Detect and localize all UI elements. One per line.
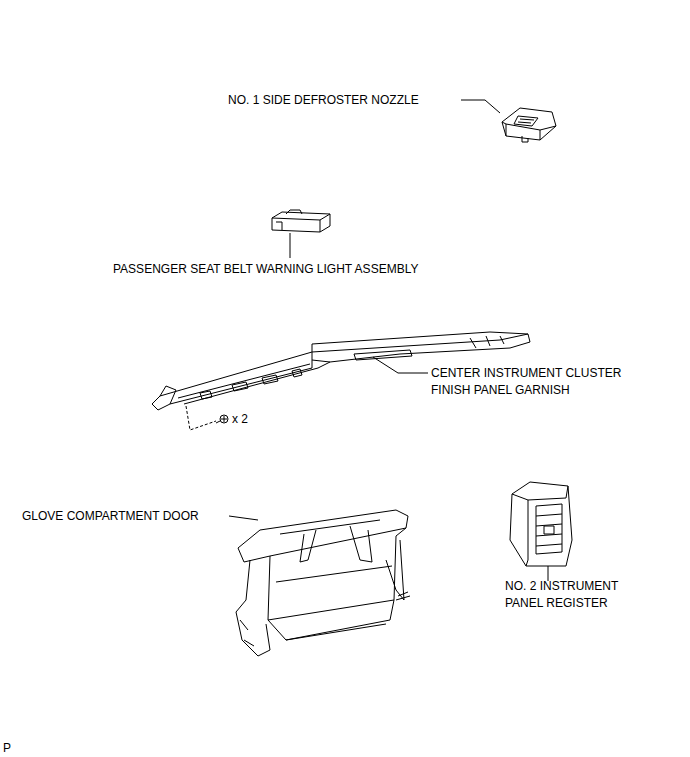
leader-line [461, 100, 500, 113]
part-name: PASSENGER SEAT BELT WARNING LIGHT ASSEMB… [113, 261, 418, 278]
panel-register [510, 482, 572, 572]
figure-code: P [3, 740, 11, 757]
defroster-nozzle [502, 108, 556, 142]
glove-compartment [236, 510, 410, 656]
part-name: NO. 2 INSTRUMENT PANEL REGISTER [505, 578, 655, 612]
warning-light [272, 210, 330, 232]
screw-symbol [216, 415, 228, 423]
part-name: CENTER INSTRUMENT CLUSTER FINISH PANEL G… [431, 365, 659, 399]
part-name: GLOVE COMPARTMENT DOOR [22, 508, 199, 525]
leader-line [290, 233, 291, 258]
part-name: NO. 1 SIDE DEFROSTER NOZZLE [228, 92, 419, 109]
leader-line [229, 516, 258, 520]
quantity-label: x 2 [232, 411, 248, 428]
screw-axis-line [186, 406, 216, 430]
leader-line [373, 357, 428, 373]
